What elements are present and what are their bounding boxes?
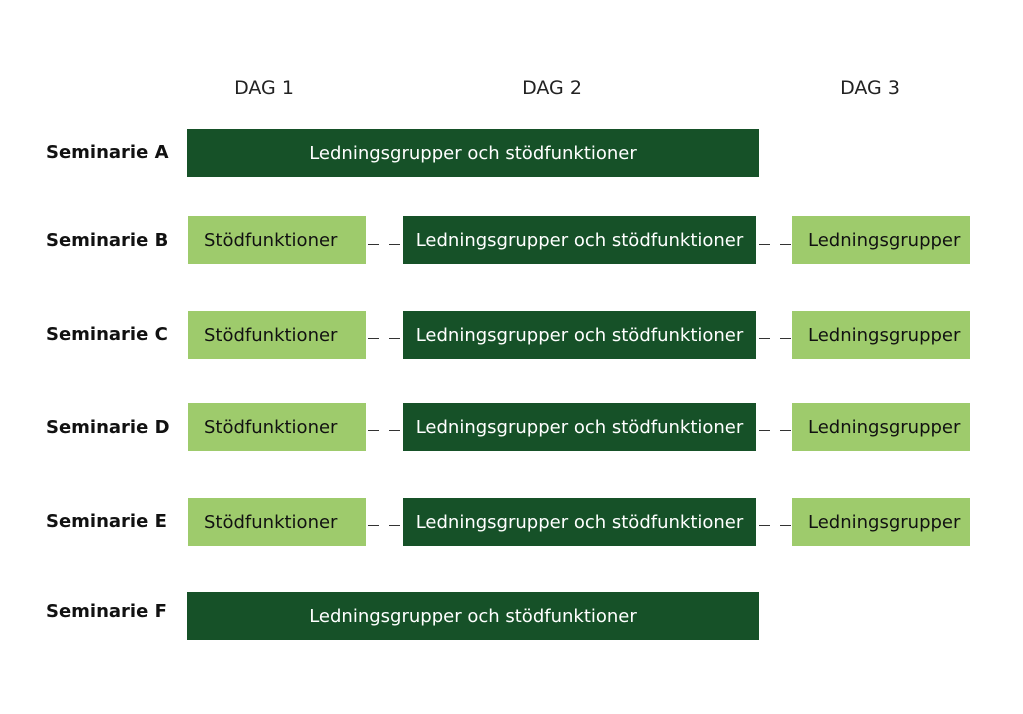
seminar-label-b: Seminarie B <box>46 230 169 251</box>
day-header-1: DAG 1 <box>234 77 294 99</box>
seminar-b-day1-bar: Stödfunktioner <box>188 216 366 264</box>
seminar-label-f: Seminarie F <box>46 601 167 622</box>
seminar-label-e: Seminarie E <box>46 511 167 532</box>
seminar-d-day1-bar: Stödfunktioner <box>188 403 366 451</box>
seminar-d-day3-bar: Ledningsgrupper <box>792 403 970 451</box>
connector-dash <box>389 525 400 526</box>
connector-dash <box>759 244 770 245</box>
connector-dash <box>389 430 400 431</box>
seminar-b-day2-bar: Ledningsgrupper och stödfunktioner <box>403 216 756 264</box>
seminar-f-full-bar: Ledningsgrupper och stödfunktioner <box>187 592 759 640</box>
connector-dash <box>759 525 770 526</box>
connector-dash <box>368 430 379 431</box>
seminar-d-day2-bar: Ledningsgrupper och stödfunktioner <box>403 403 756 451</box>
seminar-c-day3-bar: Ledningsgrupper <box>792 311 970 359</box>
seminar-c-day1-bar: Stödfunktioner <box>188 311 366 359</box>
seminar-label-d: Seminarie D <box>46 417 170 438</box>
connector-dash <box>368 525 379 526</box>
seminar-e-day2-bar: Ledningsgrupper och stödfunktioner <box>403 498 756 546</box>
seminar-b-day3-bar: Ledningsgrupper <box>792 216 970 264</box>
day-header-3: DAG 3 <box>840 77 900 99</box>
connector-dash <box>389 244 400 245</box>
seminar-c-day2-bar: Ledningsgrupper och stödfunktioner <box>403 311 756 359</box>
seminar-e-day1-bar: Stödfunktioner <box>188 498 366 546</box>
connector-dash <box>368 244 379 245</box>
seminar-label-c: Seminarie C <box>46 324 168 345</box>
connector-dash <box>368 338 379 339</box>
seminar-e-day3-bar: Ledningsgrupper <box>792 498 970 546</box>
seminar-label-a: Seminarie A <box>46 142 169 163</box>
connector-dash <box>780 525 791 526</box>
connector-dash <box>780 244 791 245</box>
connector-dash <box>780 430 791 431</box>
connector-dash <box>780 338 791 339</box>
connector-dash <box>759 338 770 339</box>
connector-dash <box>759 430 770 431</box>
connector-dash <box>389 338 400 339</box>
seminar-a-full-bar: Ledningsgrupper och stödfunktioner <box>187 129 759 177</box>
day-header-2: DAG 2 <box>522 77 582 99</box>
